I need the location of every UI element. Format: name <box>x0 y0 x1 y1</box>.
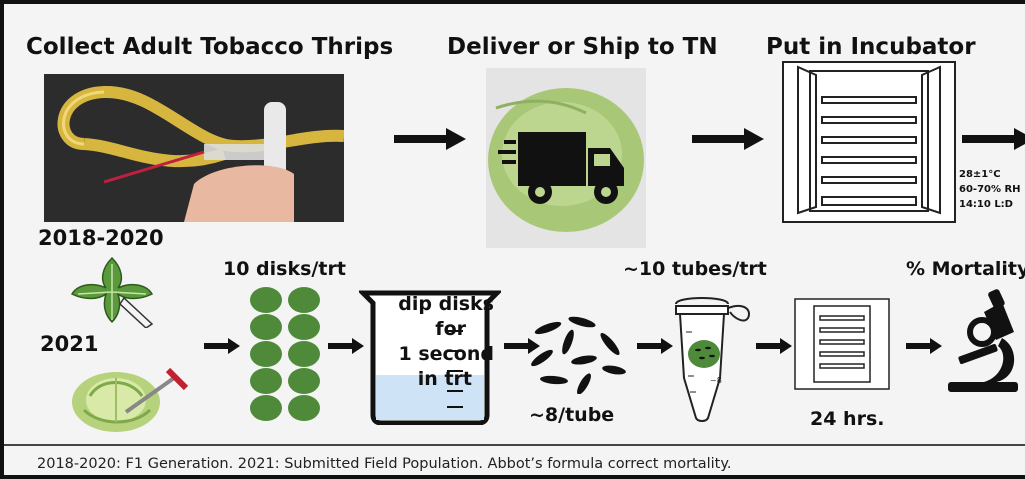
mortality-label: % Mortality <box>906 258 1025 280</box>
beaker-instructions: dip disks for 1 second in trt <box>366 292 494 392</box>
beaker-line-2: for <box>435 318 466 340</box>
incubation-duration-label: 24 hrs. <box>810 408 885 430</box>
leaf-disks-grid <box>249 286 325 422</box>
step-deliver-title: Deliver or Ship to TN <box>447 34 718 60</box>
step-incubator-title: Put in Incubator <box>766 34 976 60</box>
aspirator-photo <box>44 74 344 222</box>
temperature-condition: 28±1°C <box>959 169 1001 180</box>
thrips-icon <box>524 312 628 394</box>
leaf-icon <box>66 254 158 328</box>
incubator-icon <box>782 61 956 223</box>
footnote-divider <box>4 444 1025 446</box>
thrips-per-tube-label: ~8/tube <box>529 404 615 426</box>
year-range-label: 2018-2020 <box>38 226 164 250</box>
incubator-small-icon <box>794 298 890 390</box>
beaker-icon <box>359 289 501 425</box>
cabbage-icon <box>70 366 188 434</box>
microscope-icon <box>944 288 1025 394</box>
footnote: 2018-2020: F1 Generation. 2021: Submitte… <box>37 456 732 472</box>
disks-per-treatment-label: 10 disks/trt <box>223 258 346 280</box>
beaker-line-3: 1 second <box>398 343 494 365</box>
arrow-right-icon <box>692 128 764 150</box>
arrow-right-icon <box>204 338 240 354</box>
year-2021-label: 2021 <box>40 332 99 356</box>
humidity-condition: 60-70% RH <box>959 184 1021 195</box>
arrow-right-icon <box>504 338 540 354</box>
photoperiod-condition: 14:10 L:D <box>959 199 1013 210</box>
arrow-right-icon <box>962 128 1025 150</box>
tube-volume-mark: ~8 <box>710 376 722 385</box>
arrow-right-icon <box>637 338 673 354</box>
beaker-line-4: in trt <box>417 368 472 390</box>
step-collect-title: Collect Adult Tobacco Thrips <box>26 34 394 60</box>
tubes-per-treatment-label: ~10 tubes/trt <box>623 258 767 280</box>
delivery-truck-icon <box>486 68 646 248</box>
arrow-right-icon <box>394 128 466 150</box>
arrow-right-icon <box>906 338 942 354</box>
arrow-right-icon <box>328 338 364 354</box>
incubator-conditions: 28±1°C 60-70% RH 14:10 L:D <box>959 167 1021 212</box>
microtube-icon <box>672 292 754 424</box>
beaker-line-1: dip disks <box>398 293 494 315</box>
arrow-right-icon <box>756 338 792 354</box>
